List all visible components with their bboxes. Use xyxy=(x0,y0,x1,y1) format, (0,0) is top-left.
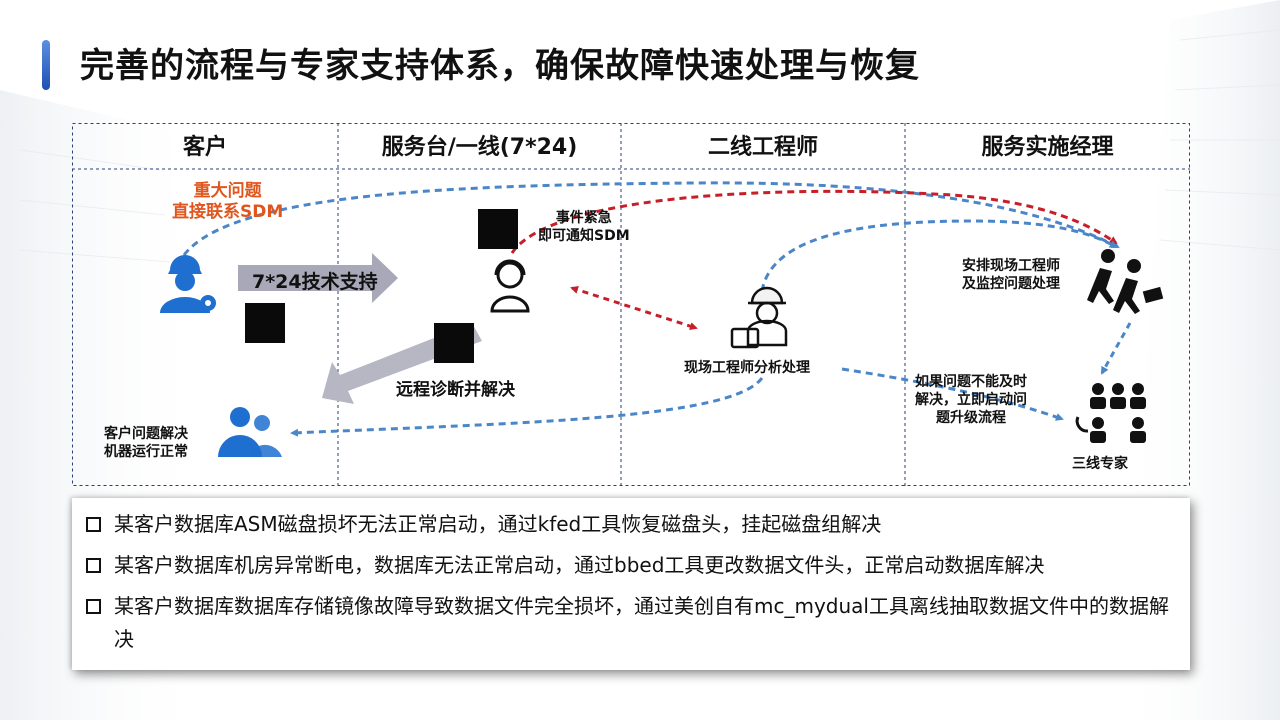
support-247-arrow xyxy=(238,253,398,303)
escalation-line3: 题升级流程 xyxy=(936,410,1006,426)
engineer-with-gear-icon xyxy=(160,255,216,313)
case-item: 某客户数据库数据库存储镜像故障导致数据文件完全损坏，通过美创自有mc_mydua… xyxy=(86,590,1176,656)
manager-to-expert-arrow xyxy=(1100,322,1132,375)
remote-diagnosis-label: 远程诊断并解决 xyxy=(396,380,515,400)
case-text: 某客户数据库机房异常断电，数据库无法正常启动，通过bbed工具更改数据文件头，正… xyxy=(114,553,1045,577)
page-title: 完善的流程与专家支持体系，确保故障快速处理与恢复 xyxy=(80,46,920,86)
title-accent-bar xyxy=(42,40,50,90)
arrange-line2: 及监控问题处理 xyxy=(962,276,1060,292)
support-247-label: 7*24技术支持 xyxy=(252,271,378,293)
resolved-line1: 客户问题解决 xyxy=(104,426,188,442)
square-bullet-icon xyxy=(86,599,101,614)
escalation-line2: 解决，立即启动问 xyxy=(915,392,1027,408)
case-text: 某客户数据库数据库存储镜像故障导致数据文件完全损坏，通过美创自有mc_mydua… xyxy=(114,594,1169,651)
arrange-line1: 安排现场工程师 xyxy=(962,258,1060,274)
engineer-to-expert-arrow xyxy=(841,367,1064,421)
desk-engineer-arrow xyxy=(570,286,698,330)
diagram-canvas xyxy=(72,123,1190,486)
expert-group-icon xyxy=(1075,383,1146,443)
third-line-expert-label: 三线专家 xyxy=(1072,456,1128,472)
placeholder-image xyxy=(478,209,518,249)
arrange-engineer-label: 安排现场工程师 及监控问题处理 xyxy=(962,257,1060,293)
urgent-line1: 事件紧急 xyxy=(555,210,612,226)
placeholder-image xyxy=(245,303,285,343)
column-header-service-desk: 服务台/一线(7*24) xyxy=(381,135,578,160)
column-header-customer: 客户 xyxy=(182,135,227,160)
square-bullet-icon xyxy=(86,558,101,573)
resolved-label: 客户问题解决 机器运行正常 xyxy=(104,425,188,461)
square-bullet-icon xyxy=(86,517,101,532)
urgent-notify-arrow xyxy=(510,189,1118,254)
support-process-diagram: 客户 服务台/一线(7*24) 二线工程师 服务实施经理 重大问题 直接联系SD… xyxy=(72,123,1190,486)
case-list: 某客户数据库ASM磁盘损坏无法正常启动，通过kfed工具恢复磁盘头，挂起磁盘组解… xyxy=(72,498,1190,670)
swimlane-grid xyxy=(72,123,1190,486)
major-issue-label: 重大问题 直接联系SDM xyxy=(172,181,283,223)
engineer-hardhat-laptop-icon xyxy=(730,286,788,349)
major-issue-arrow xyxy=(182,181,1120,256)
escalation-line1: 如果问题不能及时 xyxy=(915,374,1027,390)
column-header-manager: 服务实施经理 xyxy=(981,135,1114,160)
headset-agent-icon xyxy=(490,259,530,313)
running-briefcase-icon xyxy=(1087,249,1164,314)
onsite-analysis-label: 现场工程师分析处理 xyxy=(684,360,810,376)
engineer-to-manager-arrow xyxy=(760,219,1118,292)
case-text: 某客户数据库ASM磁盘损坏无法正常启动，通过kfed工具恢复磁盘头，挂起磁盘组解… xyxy=(114,512,882,536)
column-header-second-line: 二线工程师 xyxy=(707,135,818,160)
escalation-label: 如果问题不能及时 解决，立即启动问 题升级流程 xyxy=(915,373,1027,427)
people-group-icon xyxy=(218,407,282,457)
case-item: 某客户数据库ASM磁盘损坏无法正常启动，通过kfed工具恢复磁盘头，挂起磁盘组解… xyxy=(86,508,1176,541)
engineer-to-resolved-arrow xyxy=(290,377,764,437)
resolved-line2: 机器运行正常 xyxy=(104,444,188,460)
urgent-label: 事件紧急 即可通知SDM xyxy=(538,209,630,245)
major-issue-line1: 重大问题 xyxy=(193,181,262,201)
urgent-line2: 即可通知SDM xyxy=(538,228,630,244)
case-item: 某客户数据库机房异常断电，数据库无法正常启动，通过bbed工具更改数据文件头，正… xyxy=(86,549,1176,582)
placeholder-image xyxy=(434,323,474,363)
major-issue-line2: 直接联系SDM xyxy=(172,202,284,222)
